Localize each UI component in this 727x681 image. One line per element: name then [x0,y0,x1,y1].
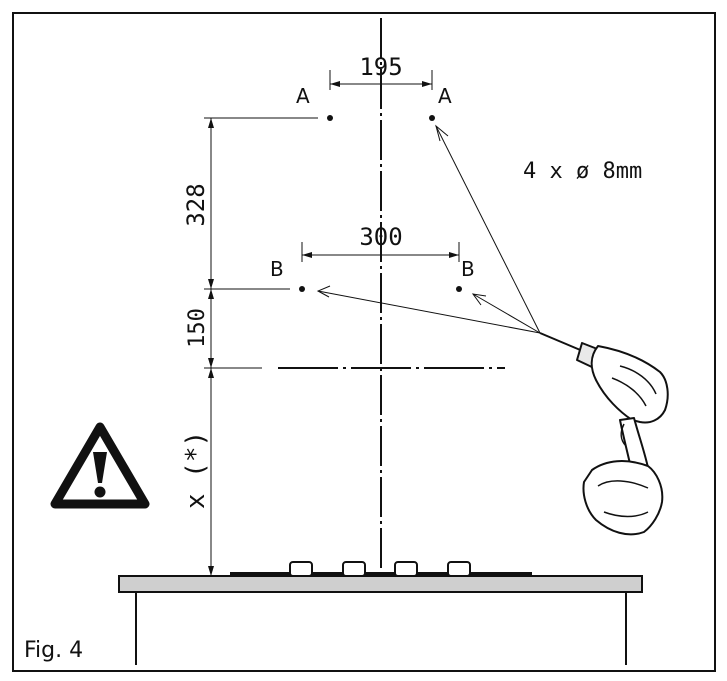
figure-caption: Fig. 4 [24,638,83,663]
figure-frame [12,12,716,672]
hole-a-left [327,115,333,121]
vertical-dimension-chain [200,117,318,577]
drill-icon [539,332,669,536]
drill-pointer-lines [316,124,541,334]
hob-knob [394,561,418,577]
hob [230,561,532,577]
point-label-b-left: B [270,257,284,281]
dimension-label-328: 328 [182,183,210,226]
dimension-label-195: 195 [359,53,402,81]
hob-knob [342,561,366,577]
hole-a-right [429,115,435,121]
hole-b-right [456,286,462,292]
hob-knob [447,561,471,577]
dimension-label-150: 150 [185,308,210,348]
point-label-b-right: B [461,257,475,281]
point-label-a-left: A [296,84,310,108]
drill-note: 4 x ø 8mm [523,159,642,184]
dimension-195: 195 [329,53,433,90]
dimension-label-x: x (*) [181,431,211,509]
dimension-label-300: 300 [359,223,402,251]
dimension-300: 300 [301,223,460,262]
point-label-a-right: A [438,84,452,108]
hole-b-left [299,286,305,292]
warning-icon [50,422,150,509]
hob-knob [289,561,313,577]
countertop [118,575,643,665]
